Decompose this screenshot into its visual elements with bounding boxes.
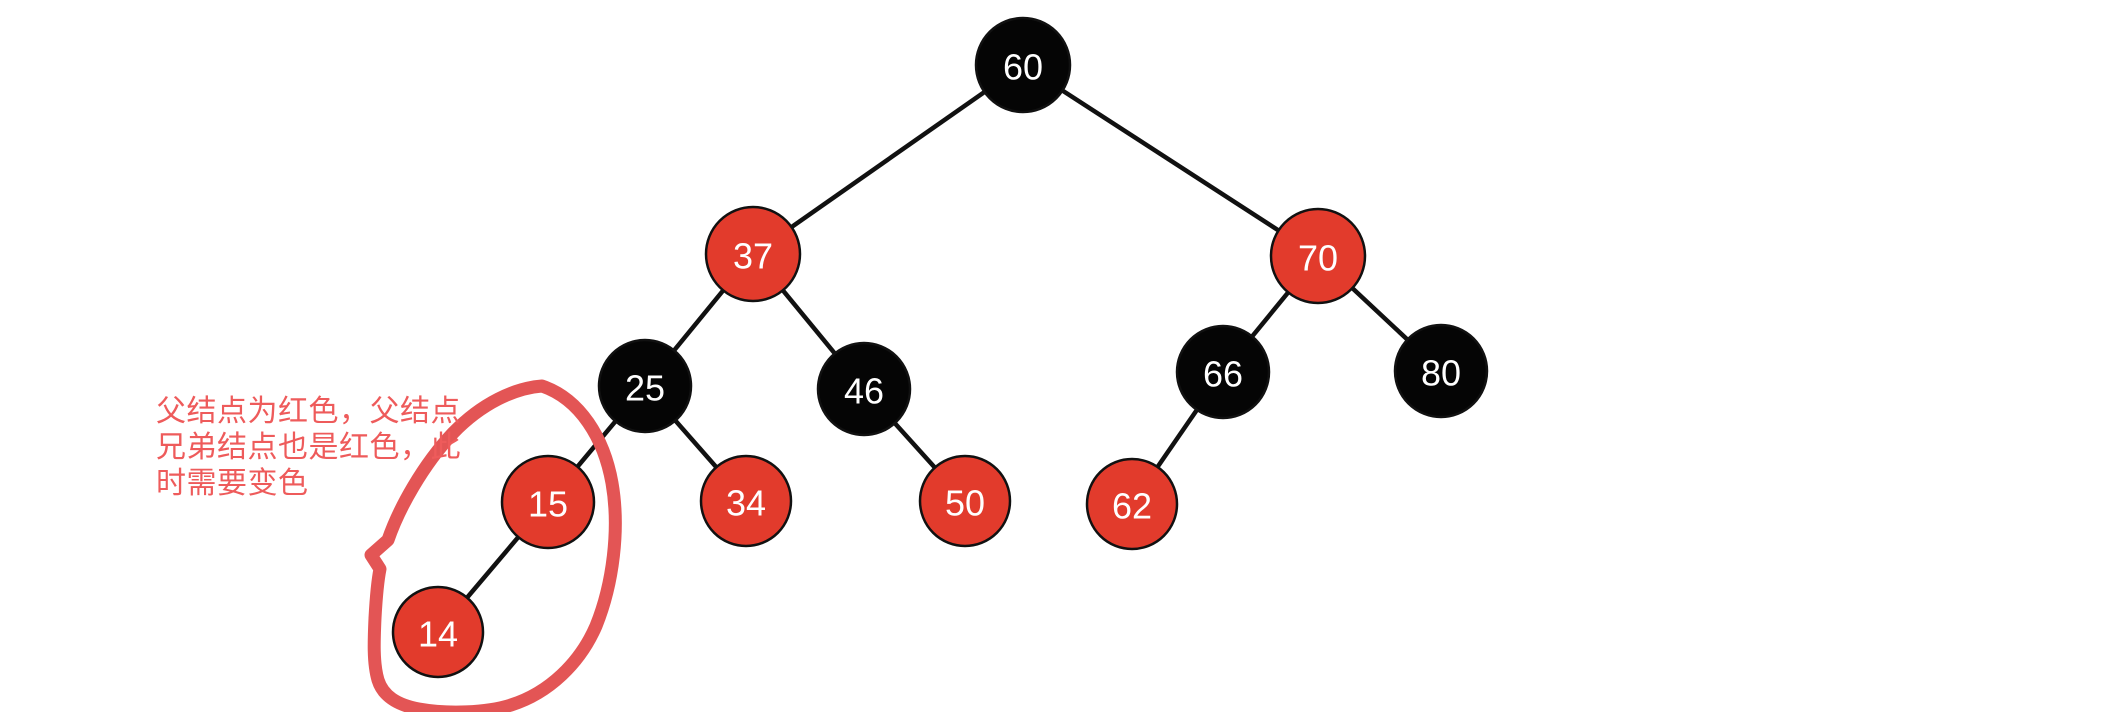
tree-nodes: 60 37 70 25 46 66 80 15 34 50 62 14 [391, 16, 1489, 679]
tree-edge-60-37 [751, 63, 1025, 256]
node-label: 46 [844, 371, 884, 412]
node-circle-red [1269, 207, 1367, 305]
tree-node-66: 66 [1175, 324, 1271, 420]
tree-node-34: 34 [699, 454, 793, 548]
node-label: 62 [1112, 486, 1152, 527]
node-circle-black [1393, 323, 1489, 419]
node-label: 70 [1298, 238, 1338, 279]
node-label: 80 [1421, 353, 1461, 394]
node-label: 25 [625, 368, 665, 409]
annotation-text: 父结点为红色，父结点 兄弟结点也是红色，此 时需要变色 [156, 394, 461, 502]
node-circle-red [391, 585, 485, 679]
tree-node-37: 37 [704, 205, 802, 303]
tree-node-80: 80 [1393, 323, 1489, 419]
tree-node-70: 70 [1269, 207, 1367, 305]
node-circle-red [500, 454, 596, 550]
node-circle-red [704, 205, 802, 303]
tree-edges [436, 63, 1443, 634]
tree-node-15: 15 [500, 454, 596, 550]
node-circle-black [1175, 324, 1271, 420]
node-circle-black [974, 16, 1072, 114]
hand-drawn-circle-annotation [364, 379, 622, 712]
annotation-line: 时需要变色 [156, 467, 309, 500]
node-label: 37 [733, 236, 773, 277]
annotation-line: 父结点为红色，父结点 [156, 395, 461, 428]
node-circle-red [699, 454, 793, 548]
tree-node-14: 14 [391, 585, 485, 679]
node-circle-black [597, 338, 693, 434]
node-circle-red [1085, 457, 1179, 551]
node-label: 14 [418, 614, 458, 655]
node-circle-black [816, 341, 912, 437]
tree-node-50: 50 [918, 454, 1012, 548]
node-label: 50 [945, 483, 985, 524]
tree-node-62: 62 [1085, 457, 1179, 551]
node-label: 15 [528, 484, 568, 525]
node-label: 66 [1203, 354, 1243, 395]
node-label: 34 [726, 483, 766, 524]
node-circle-red [918, 454, 1012, 548]
tree-edge-60-70 [1021, 63, 1320, 258]
tree-node-25: 25 [597, 338, 693, 434]
tree-node-60: 60 [974, 16, 1072, 114]
annotation-line: 兄弟结点也是红色，此 [156, 431, 461, 464]
tree-node-46: 46 [816, 341, 912, 437]
node-label: 60 [1003, 47, 1043, 88]
